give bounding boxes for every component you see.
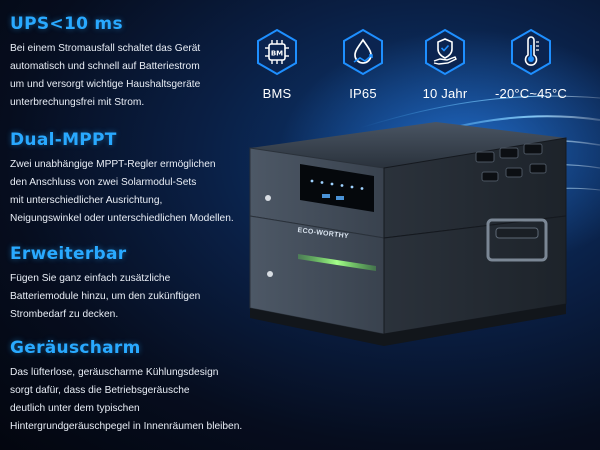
feature-bms: BM BMS: [232, 28, 322, 101]
section-quiet: Geräuscharm Das lüfterlose, geräuscharme…: [10, 338, 270, 436]
chip-icon: BM: [257, 28, 297, 76]
feature-ip65: IP65: [318, 28, 408, 101]
section-mppt-title: Dual-MPPT: [10, 130, 117, 150]
feature-warranty-label: 10 Jahr: [422, 86, 468, 101]
section-ups: UPS<10 ms Bei einem Stromausfall schalte…: [10, 14, 270, 112]
section-expandable-title: Erweiterbar: [10, 244, 127, 264]
section-expandable-body: Fügen Sie ganz einfach zusätzliche Batte…: [10, 273, 201, 320]
feature-bms-label: BMS: [262, 86, 292, 101]
section-expandable: Erweiterbar Fügen Sie ganz einfach zusät…: [10, 244, 270, 324]
battery-device-image: [249, 122, 567, 346]
section-mppt-body: Zwei unabhängige MPPT-Regler ermöglichen…: [10, 159, 234, 224]
section-ups-title: UPS<10 ms: [10, 14, 123, 34]
water-drop-icon: [343, 28, 383, 76]
section-mppt: Dual-MPPT Zwei unabhängige MPPT-Regler e…: [10, 130, 270, 228]
feature-warranty: 10 Jahr: [400, 28, 490, 101]
feature-temperature-label: -20°C~45°C: [494, 86, 567, 101]
feature-temperature: -20°C~45°C: [486, 28, 576, 101]
section-ups-body: Bei einem Stromausfall schaltet das Gerä…: [10, 43, 201, 108]
shield-hand-icon: [425, 28, 465, 76]
svg-text:BM: BM: [271, 50, 283, 58]
feature-ip65-label: IP65: [349, 86, 377, 101]
thermometer-icon: [511, 28, 551, 76]
section-quiet-body: Das lüfterlose, geräuscharme Kühlungsdes…: [10, 367, 243, 432]
section-quiet-title: Geräuscharm: [10, 338, 141, 358]
